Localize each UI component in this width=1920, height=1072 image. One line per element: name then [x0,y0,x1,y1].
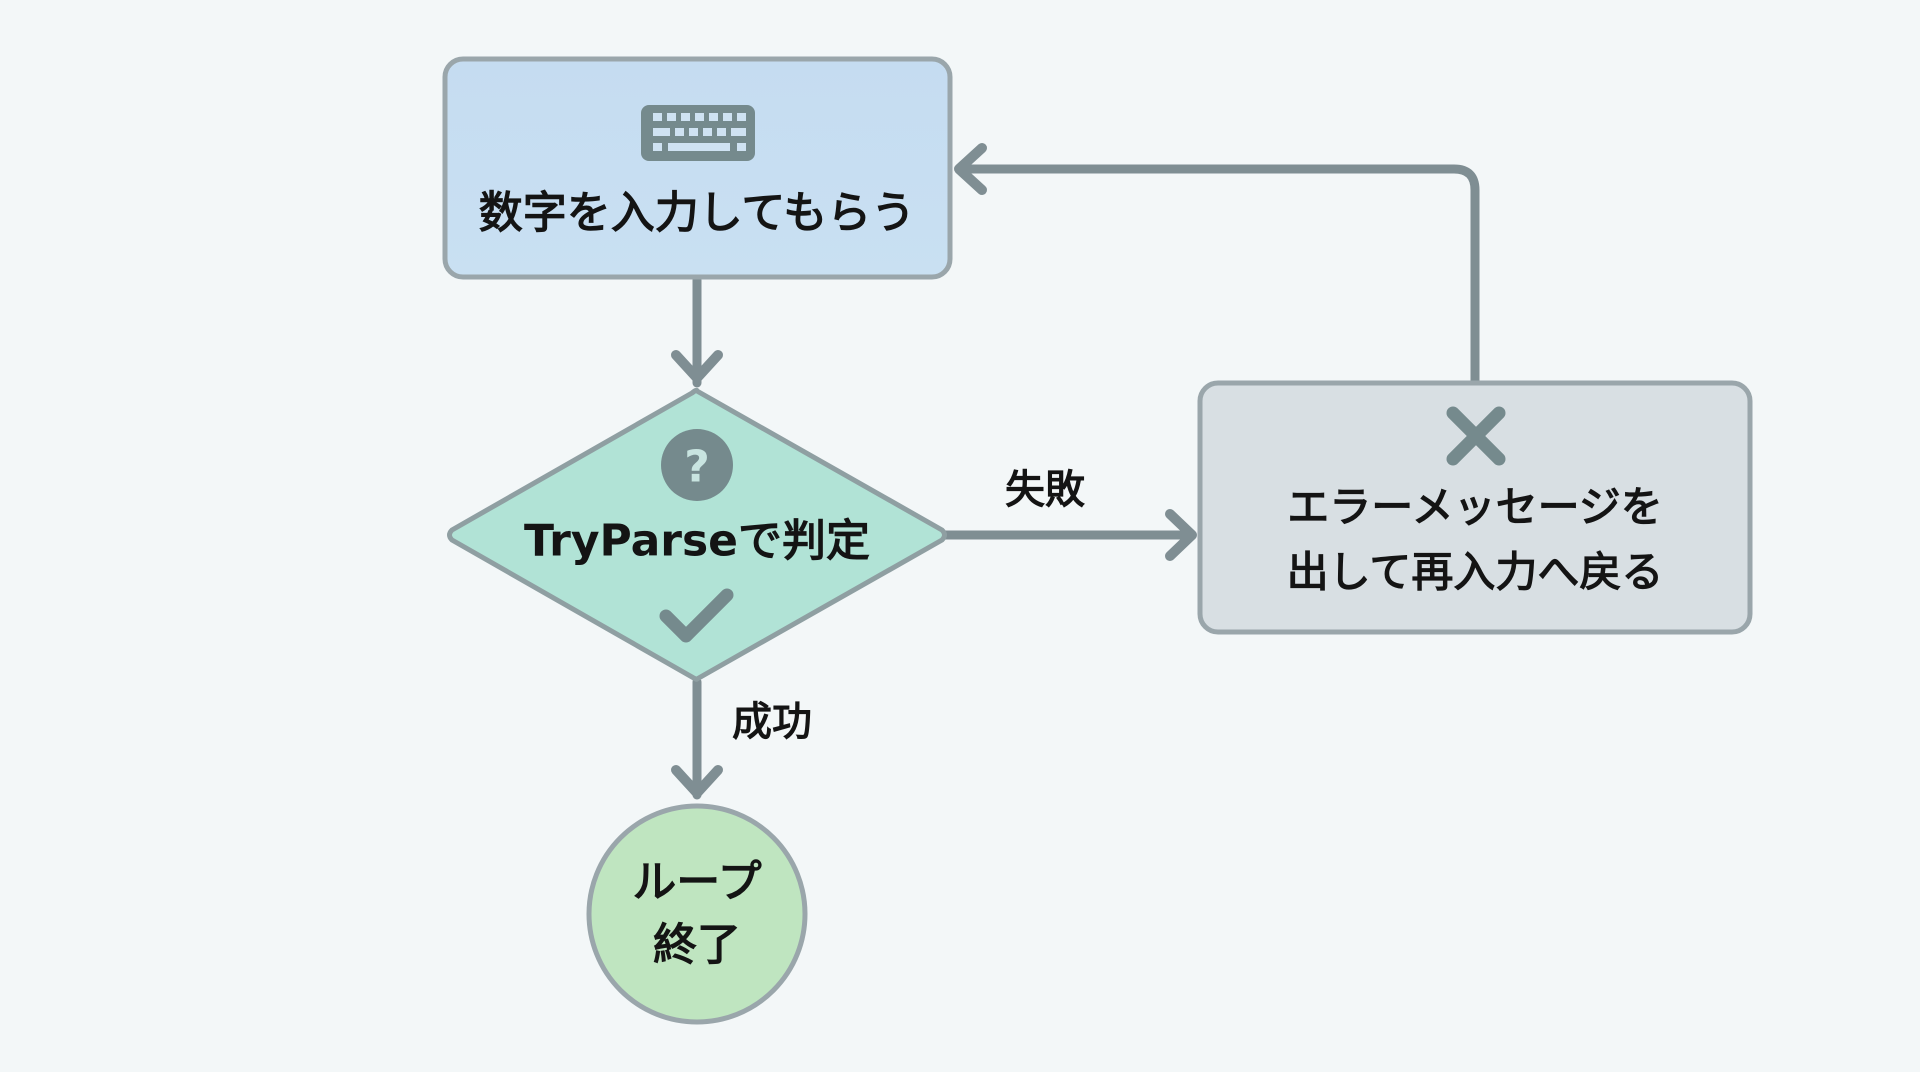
node-input-label: 数字を入力してもらう [479,188,915,239]
keyboard-icon [641,105,755,161]
svg-text:?: ? [684,442,710,493]
arrowhead-right-icon [1165,509,1197,561]
arrowhead-down-icon [671,350,723,383]
edge-error-to-input [954,143,1480,386]
node-end[interactable]: ループ 終了 [586,803,808,1025]
arrowhead-left-icon [954,143,987,195]
node-error-label-line2: 出して再入力へ戻る [1287,548,1664,597]
x-icon [1446,406,1506,466]
edge-label-failure: 失敗 [1005,467,1086,513]
node-end-label-line2: 終了 [653,920,741,971]
node-input[interactable]: 数字を入力してもらう [442,56,953,280]
edge-input-to-decision [671,275,723,388]
arrowhead-down-icon [671,765,723,798]
node-decision-label: TryParseで判定 [524,516,870,567]
node-error-label-line1: エラーメッセージを [1287,483,1662,532]
node-error[interactable]: エラーメッセージを 出して再入力へ戻る [1197,380,1753,635]
checkmark-icon [659,588,734,643]
edge-decision-to-error [940,509,1197,561]
edge-label-success: 成功 [732,699,812,745]
node-decision[interactable]: ? TryParseで判定 [447,387,947,682]
question-circle-icon: ? [661,429,733,501]
node-end-label-line1: ループ [632,857,761,908]
edge-decision-to-end [671,677,723,800]
